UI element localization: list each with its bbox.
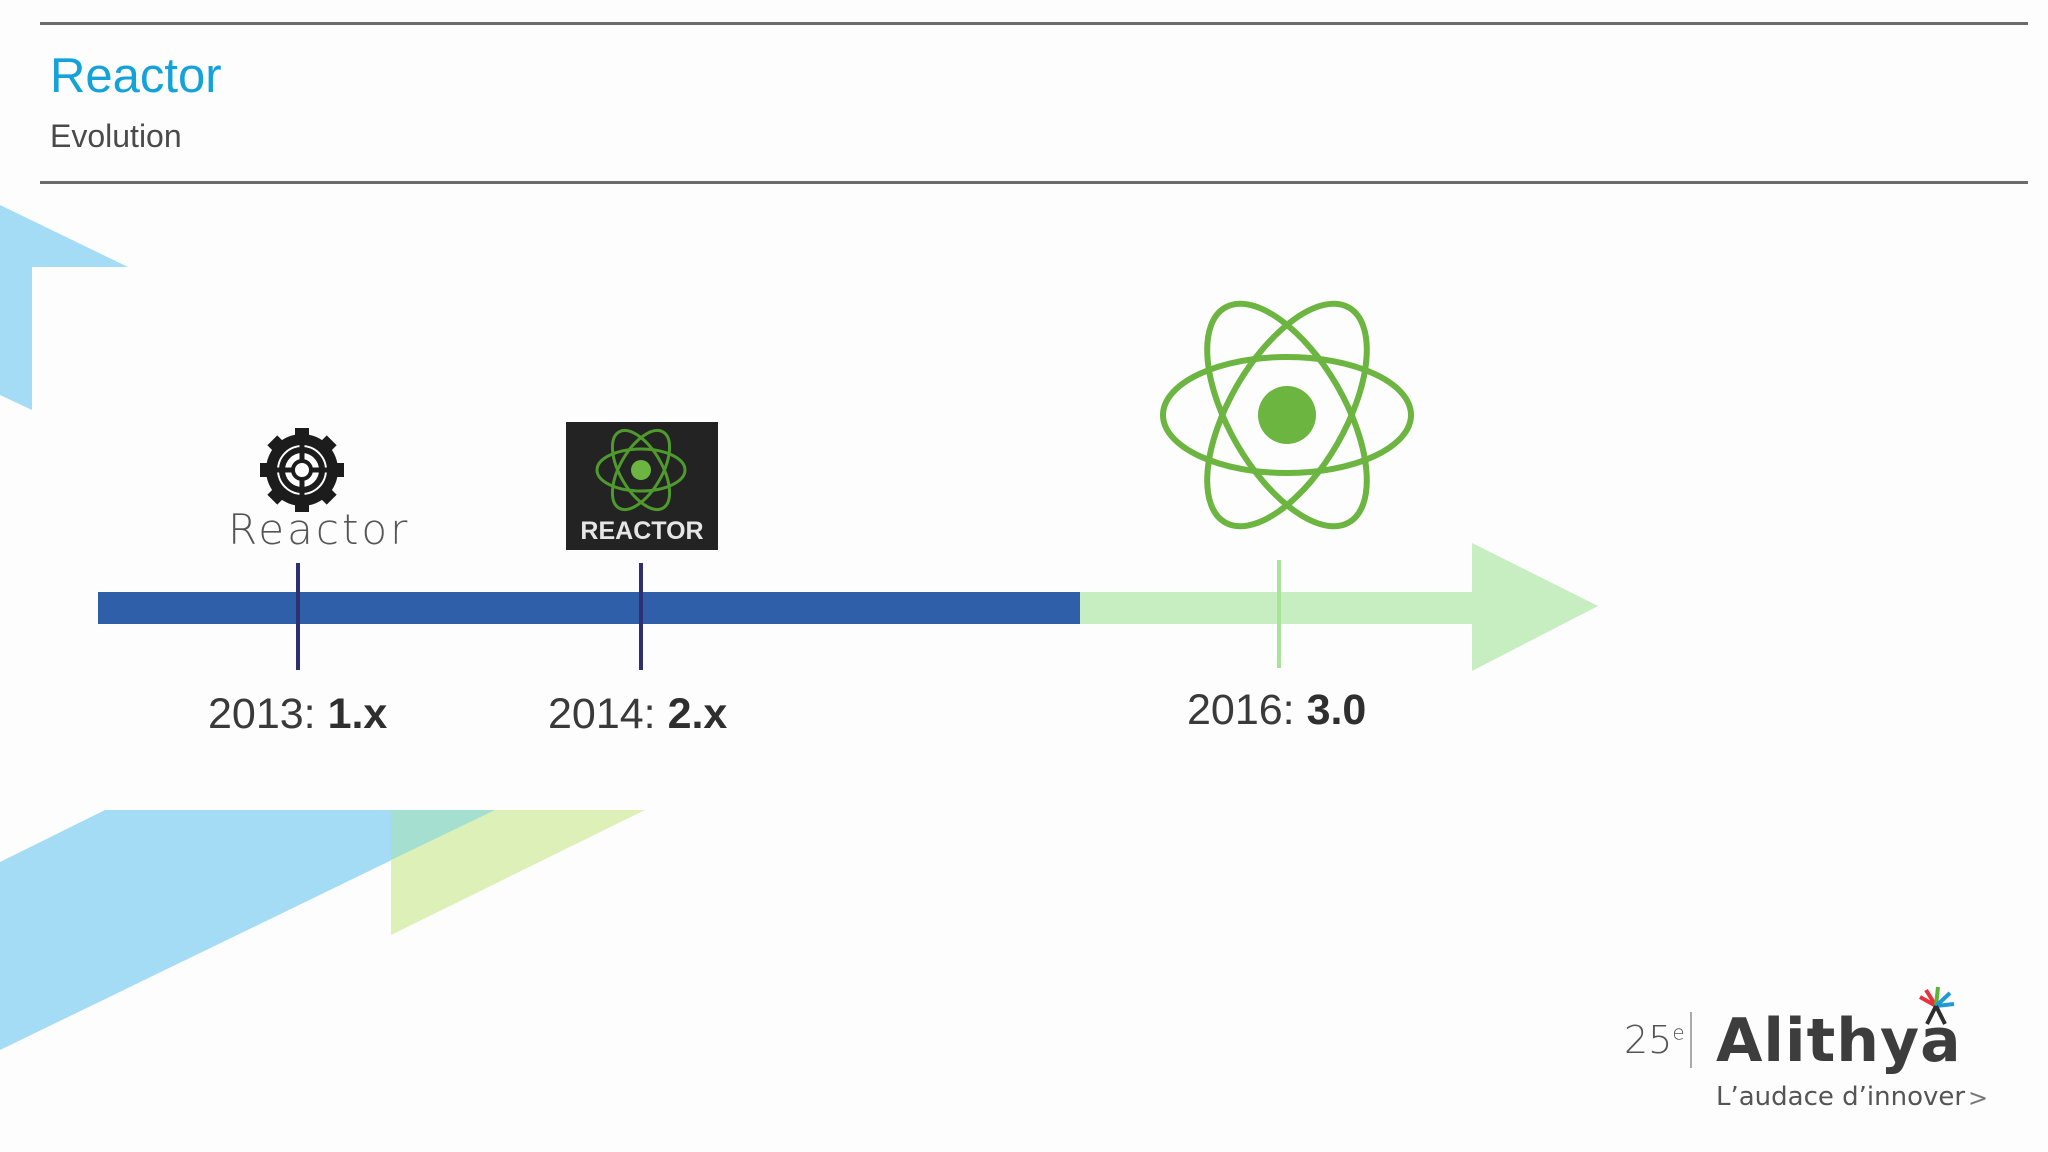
bottom-rule bbox=[40, 181, 2028, 184]
atom-icon bbox=[595, 428, 687, 512]
reactor-logo-text-2013: Reactor bbox=[228, 505, 411, 554]
timeline-arrow-head bbox=[1472, 543, 1598, 671]
milestone-year: 2013: bbox=[208, 690, 316, 738]
milestone-label-2016: 2016: 3.0 bbox=[1187, 686, 1366, 735]
page-title: Reactor bbox=[50, 49, 222, 103]
milestone-label-2013: 2013: 1.x bbox=[208, 690, 387, 739]
blue-triangle-bottom bbox=[0, 810, 495, 1050]
atom-icon bbox=[1160, 300, 1414, 530]
top-rule bbox=[40, 22, 2028, 25]
timeline-future-bar bbox=[1080, 592, 1472, 624]
anniversary-number: 25 bbox=[1624, 1018, 1673, 1062]
timeline-past-bar bbox=[98, 592, 1080, 624]
reactor-logo-2014: REACTOR bbox=[566, 422, 718, 550]
anniversary-badge: 25e bbox=[1624, 1018, 1685, 1062]
brand-logo: Alithya bbox=[1716, 1006, 1962, 1076]
milestone-version: 3.0 bbox=[1306, 686, 1367, 734]
milestone-label-2014: 2014: 2.x bbox=[548, 690, 727, 739]
overlap-triangle bbox=[391, 810, 495, 860]
milestone-version: 1.x bbox=[327, 690, 388, 738]
page-subtitle: Evolution bbox=[50, 118, 182, 154]
anniversary-suffix: e bbox=[1672, 1020, 1685, 1045]
blue-triangle-top bbox=[0, 205, 128, 410]
next-slide-button[interactable]: > bbox=[1968, 1084, 1989, 1112]
reactor-logo-text-2014: REACTOR bbox=[580, 517, 704, 545]
brand-tagline: L’audace d’innover bbox=[1716, 1082, 1966, 1112]
alithya-star-icon bbox=[1919, 986, 1955, 1025]
milestone-version: 2.x bbox=[667, 690, 728, 738]
green-triangle-bottom bbox=[391, 810, 645, 935]
gear-ring-icon bbox=[260, 428, 344, 512]
milestone-year: 2014: bbox=[548, 690, 656, 738]
milestone-year: 2016: bbox=[1187, 686, 1295, 734]
brand-separator bbox=[1690, 1012, 1692, 1068]
